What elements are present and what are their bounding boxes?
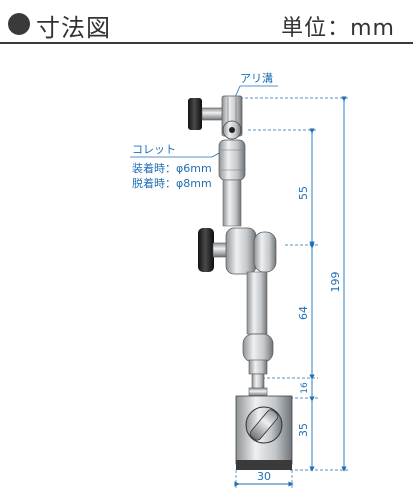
dismount-label: 脱着時：φ8mm <box>132 176 212 190</box>
dimension-lines <box>234 96 347 487</box>
dovetail-label: アリ溝 <box>240 72 273 85</box>
bullet-icon <box>8 13 30 35</box>
magnetic-stand <box>188 95 293 470</box>
dim-upper-value: 55 <box>297 186 310 200</box>
header-rule <box>0 42 413 44</box>
dim-small-value: 16 <box>300 382 310 394</box>
dim-width-value: 30 <box>257 470 271 483</box>
center-disc <box>253 231 277 273</box>
center-screw <box>212 242 228 258</box>
unit-label: 単位：mm <box>281 16 395 41</box>
lower-arm <box>246 271 268 335</box>
clamp-screw <box>201 107 225 121</box>
dim-middle-value: 64 <box>297 306 310 320</box>
mount-label: 装着時：φ6mm <box>132 161 212 175</box>
dim-base-value: 35 <box>297 423 310 437</box>
center-joint <box>225 227 257 275</box>
lower-joint <box>242 333 274 363</box>
clamp-knob <box>188 98 202 130</box>
dim-total-value: 199 <box>329 272 342 293</box>
page-title: 寸法図 <box>36 14 111 42</box>
collet-label: コレット <box>132 143 176 156</box>
base-post <box>251 373 265 391</box>
center-knob <box>198 228 214 272</box>
header: 寸法図 単位：mm <box>0 0 413 46</box>
upper-joint <box>218 139 246 181</box>
upper-arm <box>222 179 242 227</box>
